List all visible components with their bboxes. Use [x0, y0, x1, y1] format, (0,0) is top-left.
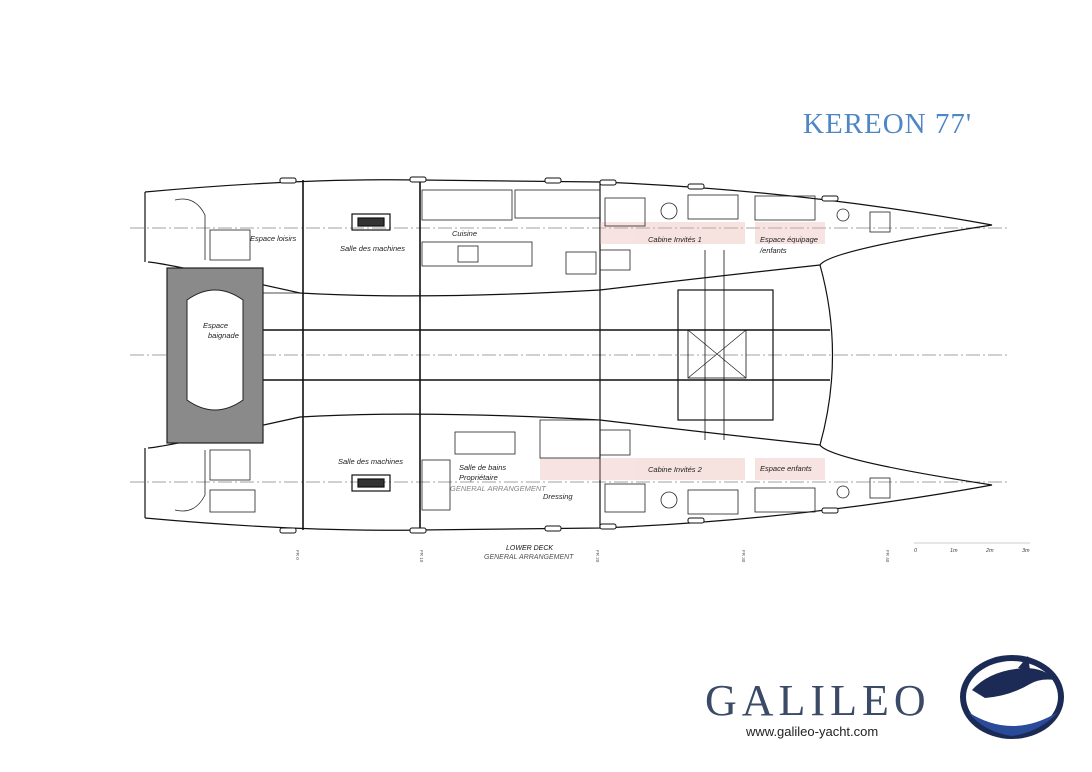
label-cabine-invites-2: Cabine Invités 2: [648, 465, 703, 474]
label-salle-bains-2: Propriétaire: [459, 473, 498, 482]
engine-icon: [351, 213, 391, 492]
label-espace-equipage-1: Espace équipage: [760, 235, 818, 244]
frame-tick: FR 10: [419, 550, 424, 563]
frame-tick: FR 20: [595, 550, 600, 563]
port-interior: [174, 189, 891, 275]
scale-tick: 0: [914, 548, 918, 554]
label-cabine-invites-1: Cabine Invités 1: [648, 235, 702, 244]
cabin-highlights: [540, 222, 825, 480]
room-labels: Espace loisirs Salle des machines Cuisin…: [203, 229, 818, 501]
label-cuisine: Cuisine: [452, 229, 477, 238]
scale-tick: 2m: [985, 548, 994, 554]
deck-subtitle: GENERAL ARRANGEMENT: [484, 554, 574, 561]
scale-tick: 3m: [1022, 548, 1030, 554]
label-espace-baignade-1: Espace: [203, 321, 228, 330]
label-salle-machines-stbd: Salle des machines: [338, 457, 403, 466]
label-general-arrangement-overlay: GENERAL ARRANGEMENT: [450, 484, 547, 493]
label-espace-equipage-2: /enfants: [759, 246, 787, 255]
label-espace-baignade-2: baignade: [208, 331, 239, 340]
scale-tick: 1m: [950, 548, 958, 554]
centre-lines: [130, 227, 1010, 483]
swim-platform: [166, 267, 264, 444]
dolphin-emblem-icon: [960, 655, 1064, 739]
frame-tick: FR 40: [885, 550, 890, 563]
starboard-interior: [174, 419, 891, 515]
label-salle-machines-port: Salle des machines: [340, 244, 405, 253]
label-espace-loisirs: Espace loisirs: [250, 234, 297, 243]
frame-tick: FR 30: [741, 550, 746, 563]
scale-bar: 0 1m 2m 3m: [914, 542, 1030, 554]
brand-name: GALILEO: [705, 676, 931, 725]
label-dressing: Dressing: [543, 492, 573, 501]
brand-url: www.galileo-yacht.com: [745, 724, 878, 739]
bridge-deck-structure: [263, 250, 830, 440]
deck-title: LOWER DECK: [506, 545, 553, 552]
label-espace-enfants: Espace enfants: [760, 464, 812, 473]
model-title: KEREON 77': [803, 108, 972, 140]
frame-tick: FR 0: [295, 550, 300, 560]
frame-ticks: FR 0 FR 10 FR 20 FR 30 FR 40: [295, 550, 890, 563]
label-salle-bains-1: Salle de bains: [459, 463, 506, 472]
cleat-icons: [279, 176, 839, 534]
